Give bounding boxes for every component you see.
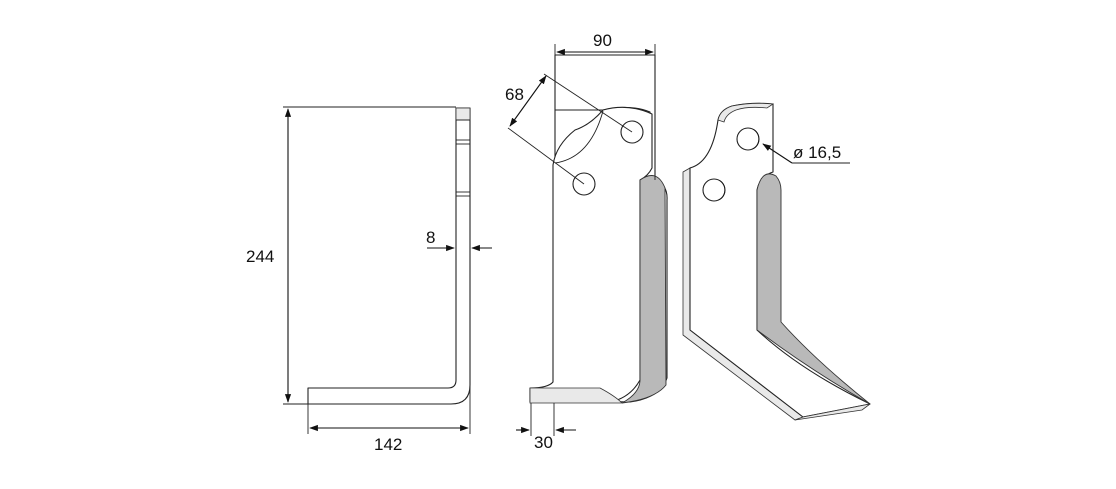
perspective-view: ø 16,5	[682, 102, 871, 421]
blade-top-cap	[455, 107, 471, 121]
hole-spacing-arc	[554, 110, 604, 164]
base-edge-front	[529, 387, 623, 404]
blade-side-profile	[307, 107, 471, 405]
height-label: 244	[246, 247, 274, 266]
blade-front-body	[529, 106, 653, 403]
cutting-edge-bevel-front	[621, 175, 667, 404]
cutting-edge-bevel-perspective	[756, 173, 871, 405]
base-length-label: 142	[374, 435, 402, 454]
side-view: 244 8 142	[246, 106, 492, 454]
hole-diameter-label: ø 16,5	[793, 143, 841, 162]
diameter-leader-arrow	[762, 143, 793, 164]
blade-perspective-tip	[794, 403, 871, 421]
thickness-label: 8	[426, 228, 435, 247]
front-view: 90 68 30	[505, 31, 668, 452]
offset-label: 30	[534, 433, 553, 452]
width-label: 90	[593, 31, 612, 50]
hole-spacing-label: 68	[505, 85, 524, 104]
hole-spacing-dimension-line	[509, 75, 547, 127]
